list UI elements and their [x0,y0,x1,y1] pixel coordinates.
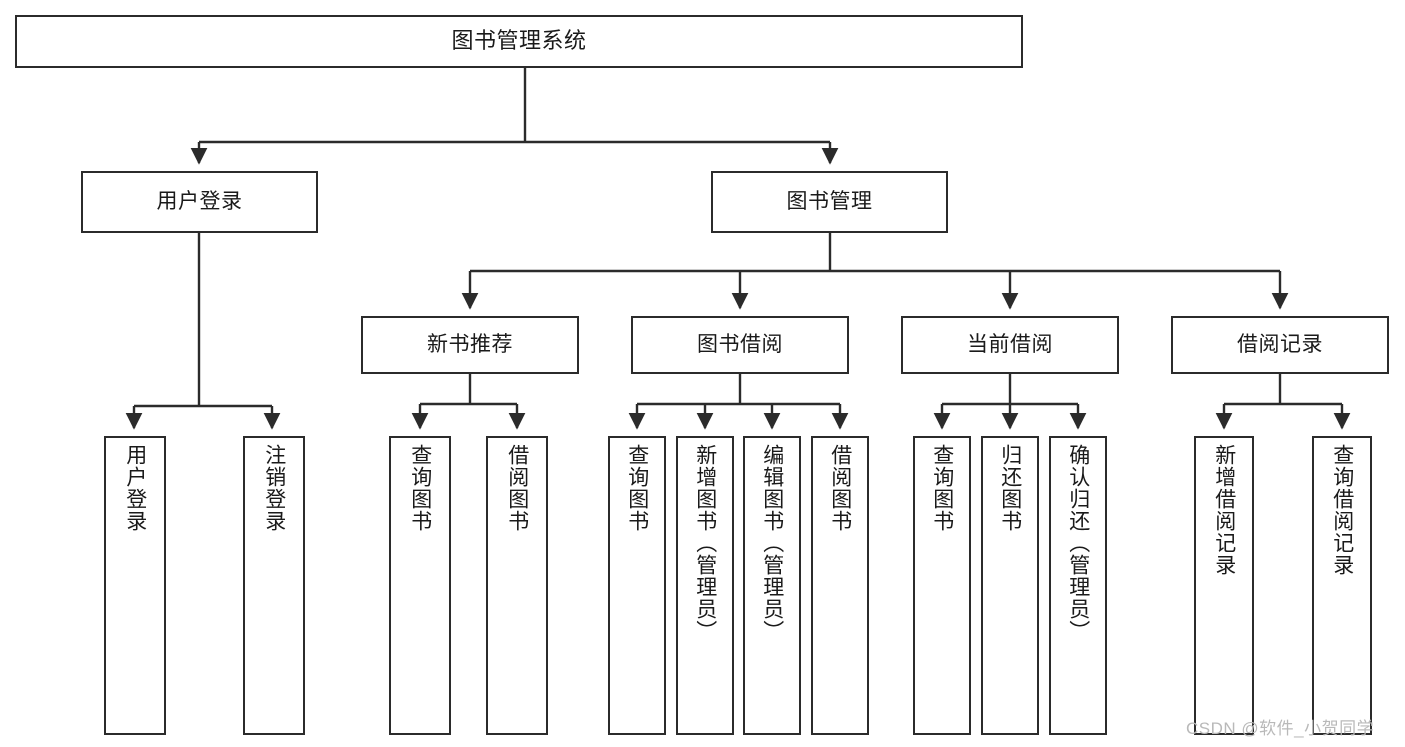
leaf-search-book-3[interactable]: 查询图书 [913,436,971,735]
leaf-confirm-return[interactable]: 确认归还（管理员） [1049,436,1107,735]
node-label: 编辑图书（管理员） [760,444,784,642]
node-label: 用户登录 [156,190,243,214]
node-label: 借阅记录 [1237,333,1323,357]
node-label: 新增图书（管理员） [693,444,717,642]
leaf-search-book-2[interactable]: 查询图书 [608,436,666,735]
node-label: 当前借阅 [967,333,1053,357]
node-borrow-record[interactable]: 借阅记录 [1171,316,1389,374]
leaf-search-record[interactable]: 查询借阅记录 [1312,436,1372,735]
leaf-return-book[interactable]: 归还图书 [981,436,1039,735]
node-new-book-recommend[interactable]: 新书推荐 [361,316,579,374]
node-book-management[interactable]: 图书管理 [711,171,948,233]
leaf-borrow-book-1[interactable]: 借阅图书 [486,436,548,735]
node-label: 查询图书 [408,444,432,532]
node-root[interactable]: 图书管理系统 [15,15,1023,68]
node-label: 确认归还（管理员） [1066,444,1090,642]
node-user-login[interactable]: 用户登录 [81,171,318,233]
node-label: 注销登录 [262,444,286,532]
leaf-search-book-1[interactable]: 查询图书 [389,436,451,735]
node-book-borrow[interactable]: 图书借阅 [631,316,849,374]
node-label: 图书管理系统 [451,28,587,54]
node-label: 查询图书 [930,444,954,532]
node-label: 新书推荐 [427,333,513,357]
node-label: 新增借阅记录 [1212,444,1236,576]
leaf-user-login[interactable]: 用户登录 [104,436,166,735]
node-label: 查询图书 [625,444,649,532]
leaf-borrow-book-2[interactable]: 借阅图书 [811,436,869,735]
node-label: 借阅图书 [828,444,852,532]
node-label: 图书借阅 [697,333,783,357]
watermark: CSDN @软件_小贺同学 [1186,719,1375,738]
node-label: 图书管理 [786,190,873,214]
leaf-edit-book[interactable]: 编辑图书（管理员） [743,436,801,735]
leaf-add-record[interactable]: 新增借阅记录 [1194,436,1254,735]
node-label: 借阅图书 [505,444,529,532]
node-label: 查询借阅记录 [1330,444,1354,576]
node-label: 用户登录 [123,444,147,532]
leaf-logout[interactable]: 注销登录 [243,436,305,735]
leaf-add-book[interactable]: 新增图书（管理员） [676,436,734,735]
node-current-borrow[interactable]: 当前借阅 [901,316,1119,374]
node-label: 归还图书 [998,444,1022,532]
